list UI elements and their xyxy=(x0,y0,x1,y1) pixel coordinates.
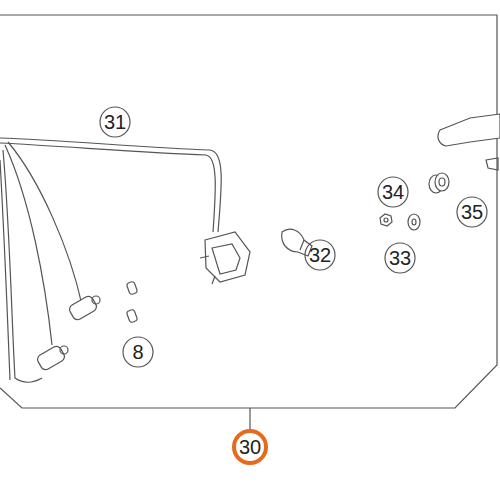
frame xyxy=(0,15,497,408)
light-housing xyxy=(486,158,498,170)
callout-number: 32 xyxy=(309,245,331,265)
callout-number: 35 xyxy=(461,202,483,222)
callout-number: 34 xyxy=(382,182,404,202)
wire xyxy=(0,160,10,380)
callout-number: 30 xyxy=(239,437,261,457)
grommet xyxy=(439,178,445,186)
highlight-ring xyxy=(234,431,266,463)
bulb-socket xyxy=(60,346,68,354)
callout-circle xyxy=(457,197,487,227)
callout-circle xyxy=(385,243,415,273)
wire xyxy=(0,143,215,232)
bulb-socket xyxy=(36,345,67,372)
callout-circle xyxy=(378,177,408,207)
bulb xyxy=(126,309,138,323)
grommet xyxy=(435,173,449,191)
nut xyxy=(384,218,388,222)
lamp-socket xyxy=(212,244,240,274)
washer xyxy=(412,219,416,225)
lamp-socket xyxy=(205,232,250,282)
bulb xyxy=(282,229,312,256)
washer xyxy=(408,214,420,230)
callout-circle xyxy=(100,107,130,137)
wire xyxy=(0,138,221,232)
leader-line xyxy=(249,408,250,430)
bulb-socket xyxy=(92,296,100,304)
nut xyxy=(380,214,392,226)
bulb xyxy=(300,240,304,250)
callout-number: 8 xyxy=(132,342,143,362)
light-housing xyxy=(438,114,500,146)
lamp-socket xyxy=(200,256,215,284)
callout-circle xyxy=(305,240,335,270)
bulb-socket xyxy=(68,295,99,322)
callout-circle xyxy=(123,337,153,367)
callout-number: 33 xyxy=(389,248,411,268)
wire xyxy=(8,142,82,305)
bulb xyxy=(126,281,138,295)
callout-number: 31 xyxy=(104,112,126,132)
